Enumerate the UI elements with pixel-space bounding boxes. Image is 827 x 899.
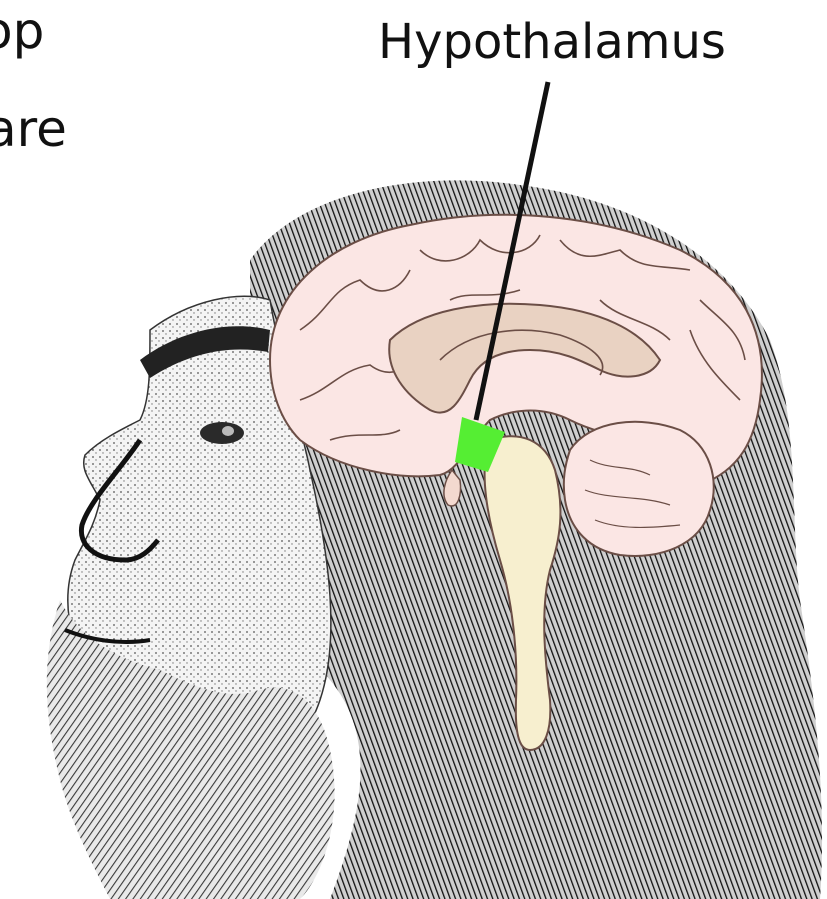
cerebellum: [564, 422, 714, 556]
hypothalamus-label: Hypothalamus: [378, 18, 726, 66]
eye: [200, 422, 244, 444]
slide-text-line-1: op: [0, 6, 44, 56]
slide-text-line-2: are: [0, 104, 67, 154]
